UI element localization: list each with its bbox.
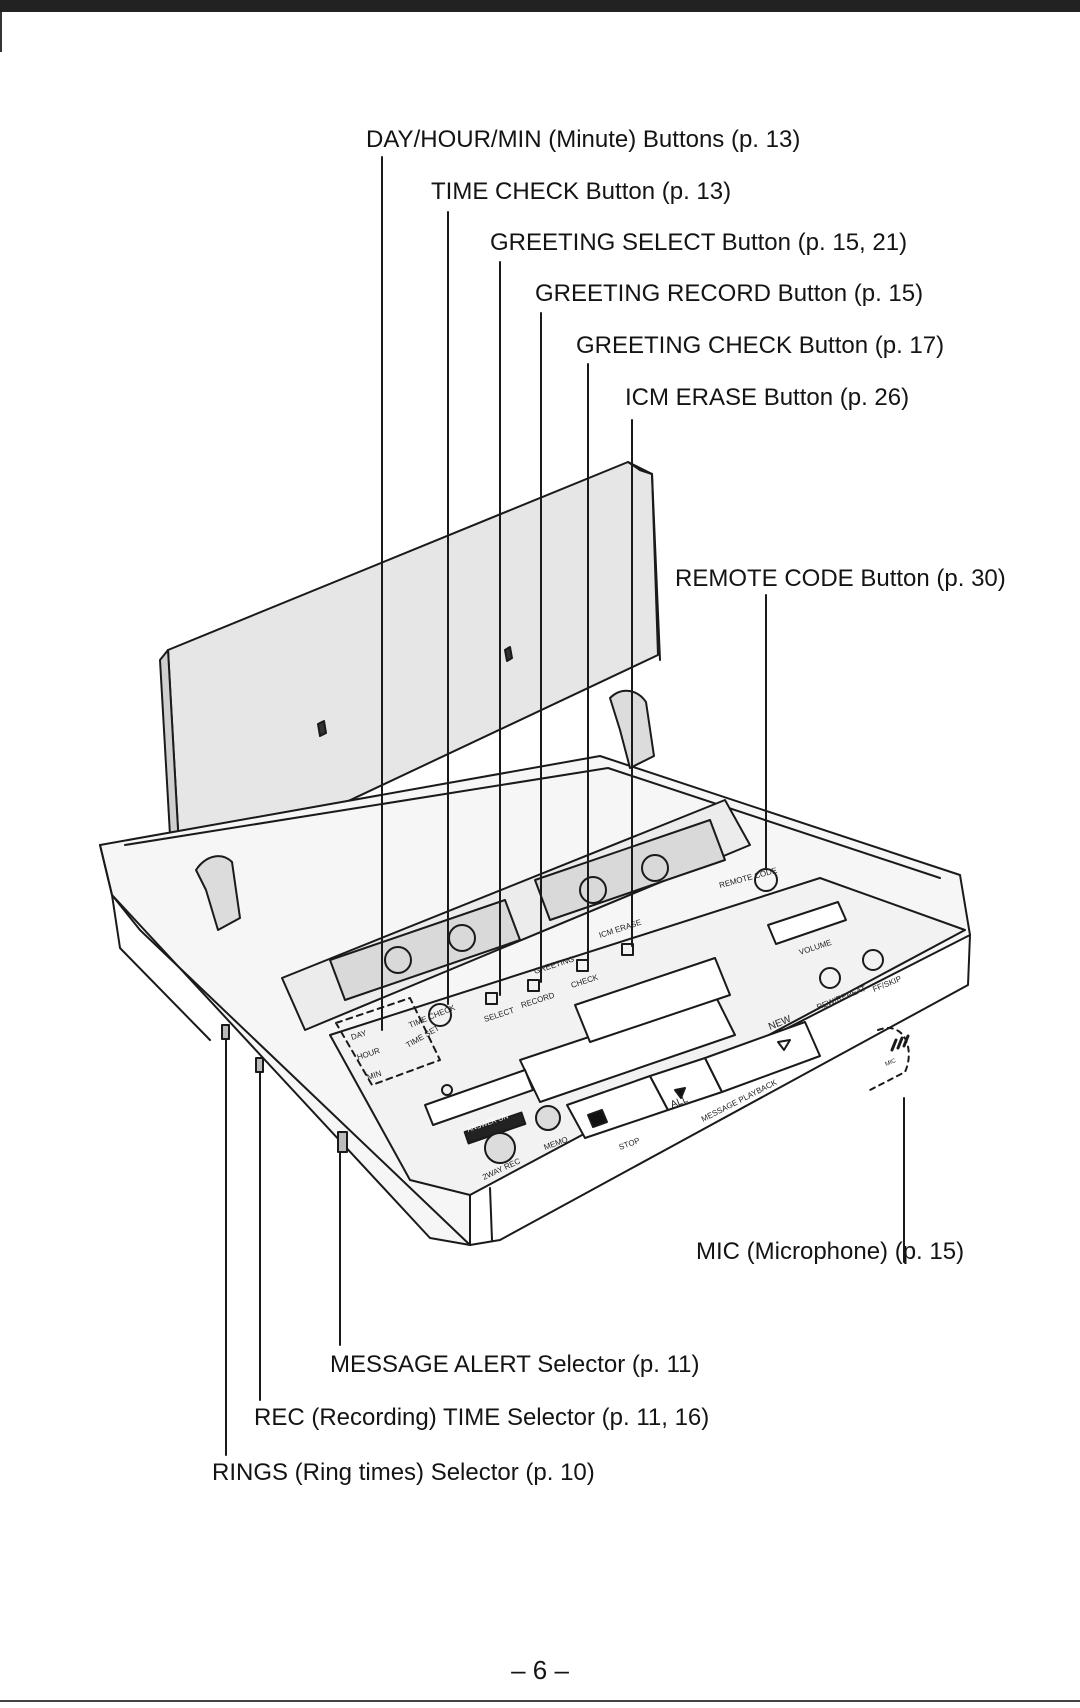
rew-repeat-button — [819, 967, 841, 989]
leader-lines — [225, 156, 905, 1456]
time-set-group — [335, 997, 441, 1086]
rec-time-selector — [255, 1057, 264, 1073]
label-greeting-select-button: GREETING SELECT Button (p. 15, 21) — [490, 229, 908, 256]
label-message-alert-selector: MESSAGE ALERT Selector (p. 11) — [330, 1351, 700, 1378]
message-alert-selector — [337, 1131, 348, 1153]
play-new-icon — [777, 1039, 791, 1051]
ff-skip-button — [862, 949, 884, 971]
lid-latch-left — [317, 720, 327, 737]
scan-edge-bottom — [0, 1700, 1080, 1702]
icm-erase-button — [621, 943, 634, 956]
reel-right-2 — [641, 854, 669, 882]
reel-right-1 — [579, 876, 607, 904]
greeting-select-button — [485, 992, 498, 1005]
label-greeting-record-button: GREETING RECORD Button (p. 15) — [535, 280, 924, 307]
two-way-rec-button — [484, 1132, 516, 1164]
scan-edge-top — [0, 0, 1080, 12]
panel-stop: STOP — [618, 1136, 641, 1152]
display-counter — [574, 957, 731, 1043]
scan-edge-left — [0, 12, 2, 52]
play-all-icon — [674, 1087, 686, 1099]
label-icm-erase-button: ICM ERASE Button (p. 26) — [625, 384, 910, 411]
new-button — [704, 1021, 821, 1093]
panel-mic: MIC — [885, 1058, 898, 1068]
label-rec-time-selector: REC (Recording) TIME Selector (p. 11, 16… — [254, 1404, 710, 1431]
rings-selector — [221, 1024, 230, 1040]
label-remote-code-button: REMOTE CODE Button (p. 30) — [675, 565, 1006, 592]
label-time-check-button: TIME CHECK Button (p. 13) — [431, 178, 732, 205]
greeting-record-button — [527, 979, 540, 992]
label-day-hour-min-buttons: DAY/HOUR/MIN (Minute) Buttons (p. 13) — [366, 126, 801, 153]
page-number: – 6 – — [511, 1655, 569, 1685]
time-check-button — [428, 1003, 452, 1027]
volume-rocker — [767, 901, 847, 945]
cassette-left — [329, 899, 521, 1001]
label-greeting-check-button: GREETING CHECK Button (p. 17) — [576, 332, 945, 359]
reel-left-1 — [384, 946, 412, 974]
panel-min: MIN — [366, 1069, 383, 1082]
answer-on-window — [424, 1069, 534, 1126]
label-rings-selector: RINGS (Ring times) Selector (p. 10) — [212, 1459, 595, 1486]
memo-button — [535, 1105, 561, 1131]
stop-icon — [587, 1109, 608, 1128]
lid-latch-right — [504, 646, 513, 662]
label-mic: MIC (Microphone) (p. 15) — [696, 1238, 965, 1265]
cassette-right — [534, 819, 726, 921]
greeting-check-button — [576, 959, 589, 972]
control-panel — [329, 868, 966, 1196]
